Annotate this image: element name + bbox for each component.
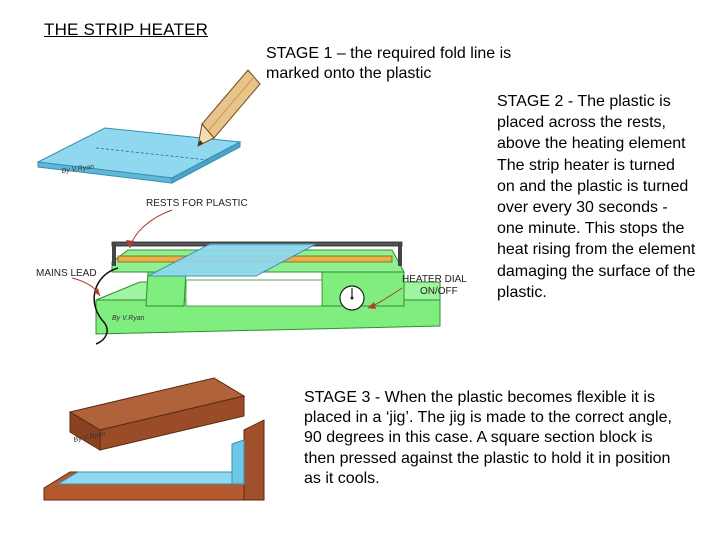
plastic-sheet-on-heater xyxy=(147,243,317,277)
label-heater-dial: HEATER DIAL xyxy=(402,274,467,285)
stage1-illustration: By V.Ryan xyxy=(36,69,261,184)
stage-2-text: STAGE 2 - The plastic is placed across t… xyxy=(497,93,696,301)
label-rests: RESTS FOR PLASTIC xyxy=(146,198,248,209)
stage2-illustration: RESTS FOR PLASTIC MAINS LEAD HEATER DIAL… xyxy=(36,198,467,345)
label-on-off: ON/OFF xyxy=(420,286,458,297)
heater-left-leg xyxy=(145,271,187,307)
square-block-side xyxy=(99,395,245,451)
pencil-icon xyxy=(197,69,261,147)
label-mains-lead: MAINS LEAD xyxy=(36,268,97,279)
page-title: THE STRIP HEATER xyxy=(44,20,209,39)
rest-left xyxy=(112,242,116,266)
heater-dial-icon xyxy=(339,285,365,311)
signature-1: By V.Ryan xyxy=(61,164,94,175)
mains-lead xyxy=(93,267,119,345)
fold-line xyxy=(95,147,209,161)
stage-3-text: STAGE 3 - When the plastic becomes flexi… xyxy=(304,389,672,487)
signature-2: By V.Ryan xyxy=(112,315,145,322)
stage3-illustration: By V.Ryan xyxy=(43,377,265,501)
stage-1-text: STAGE 1 – the required fold line is mark… xyxy=(266,45,512,82)
plastic-sheet-side xyxy=(171,141,241,184)
heater-gap xyxy=(185,279,323,307)
jig-upright xyxy=(243,419,265,501)
bent-plastic-vertical xyxy=(231,439,245,485)
bent-plastic-horizontal xyxy=(56,471,245,485)
rest-right xyxy=(398,242,402,266)
